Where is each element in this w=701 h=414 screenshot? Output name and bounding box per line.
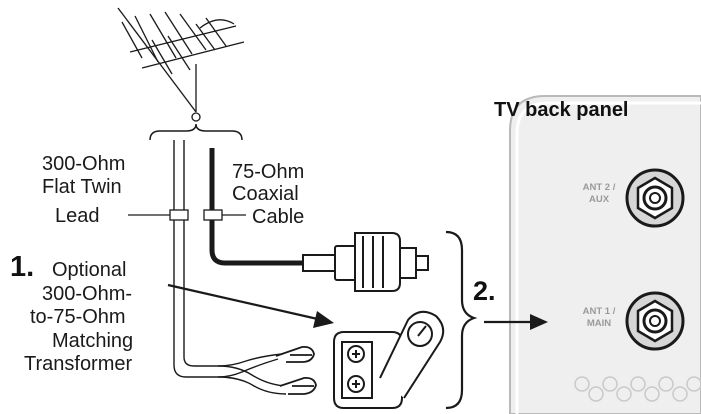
step1-arrow — [167, 283, 334, 328]
matching-transformer — [333, 310, 445, 409]
coax-label-line1: 75-Ohm — [232, 161, 304, 183]
ant1-jack — [625, 291, 685, 351]
ant1-label-line1: ANT 1 / — [583, 306, 616, 317]
step1-text-line3: to-75-Ohm — [30, 306, 126, 328]
step1-number: 1. — [10, 251, 34, 283]
step2-arrow — [484, 314, 548, 330]
twin-lead-label-line3: Lead — [55, 205, 100, 227]
coax-label-line2: Coaxial — [232, 183, 299, 205]
panel-body — [509, 95, 701, 414]
twin-lead-label-line1: 300-Ohm — [42, 153, 125, 175]
ant2-label-line2: AUX — [589, 194, 610, 205]
coax-f-connector — [302, 232, 429, 292]
step2-number: 2. — [473, 276, 496, 306]
step1-text-line4: Matching — [52, 330, 133, 352]
coax-cable — [209, 148, 305, 266]
panel-highlight — [515, 101, 701, 414]
ant2-label-line1: ANT 2 / — [583, 182, 616, 193]
ant1-label-line2: MAIN — [587, 318, 611, 329]
ant2-jack — [625, 168, 685, 228]
twin-lead-cable — [173, 140, 287, 395]
panel-vent-holes — [574, 376, 701, 402]
tv-back-panel — [509, 95, 701, 414]
spade-terminals — [275, 345, 317, 395]
step1-text-line5: Transformer — [24, 353, 133, 375]
twin-lead-label-line2: Flat Twin — [42, 176, 122, 198]
coax-label-line3: Cable — [252, 206, 304, 228]
lead-bracket — [149, 123, 243, 141]
step1-text-line2: 300-Ohm- — [42, 283, 132, 305]
antenna-icon — [117, 7, 245, 122]
label-leaders — [128, 209, 246, 221]
step2-brace — [445, 230, 478, 410]
panel-title: TV back panel — [494, 99, 629, 121]
step1-text-line1: Optional — [52, 259, 127, 281]
